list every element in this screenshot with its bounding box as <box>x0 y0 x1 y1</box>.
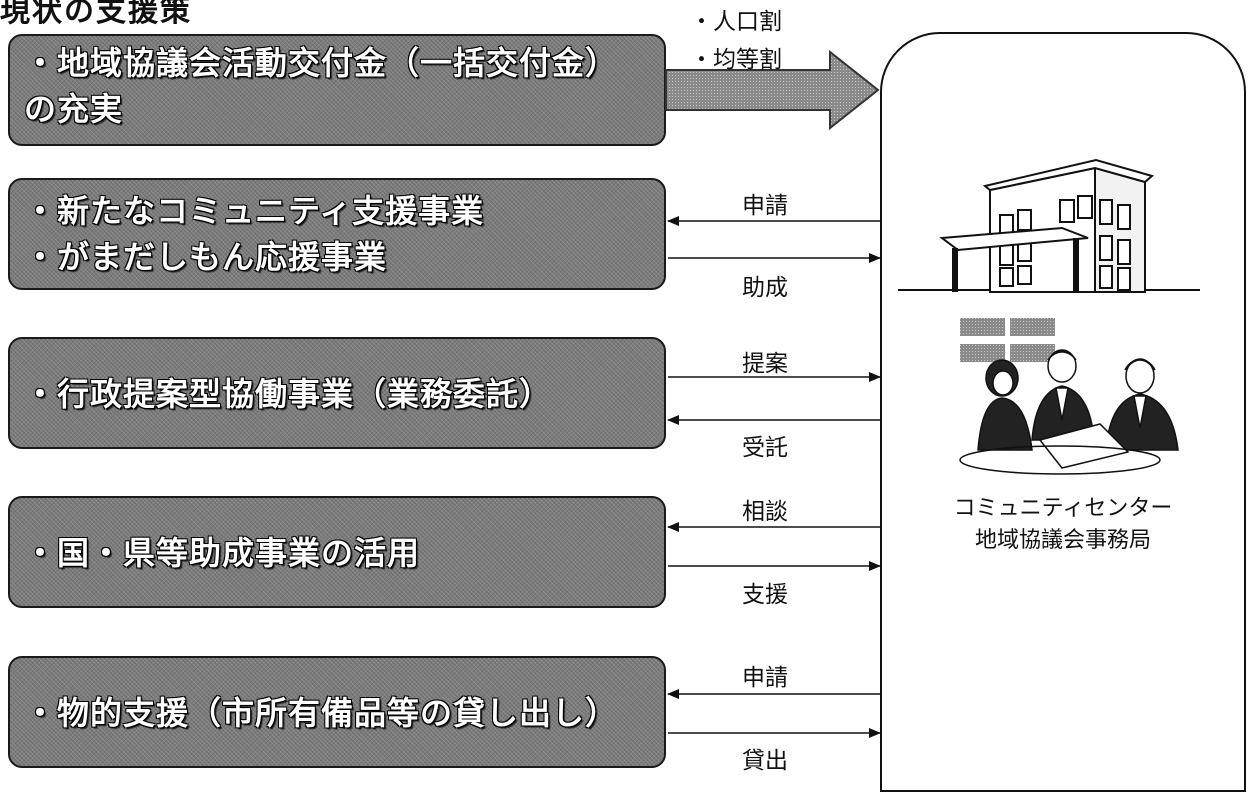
label-support-4: 支援 <box>742 582 788 608</box>
support-item-1-line-2: の充実 <box>24 90 124 128</box>
label-apply-2: 申請 <box>742 193 788 219</box>
building-icon <box>898 158 1200 293</box>
support-item-box-2: ・新たなコミュニティ支援事業 ・がまだしもん応援事業 <box>8 178 666 290</box>
label-propose-3: 提案 <box>742 351 788 377</box>
label-consult-4: 相談 <box>742 499 788 525</box>
label-lend-5: 貸出 <box>742 748 788 774</box>
grant-block-arrow <box>665 49 880 131</box>
note-equal: ・均等割 <box>690 47 782 73</box>
label-grant-2: 助成 <box>742 275 788 301</box>
support-item-1-line-1: ・地域協議会活動交付金（一括交付金） <box>24 44 619 82</box>
support-item-box-4: ・国・県等助成事業の活用 <box>8 496 666 608</box>
support-item-box-3: ・行政提案型協働事業（業務委託） <box>8 337 666 449</box>
support-item-3-line-1: ・行政提案型協働事業（業務委託） <box>24 375 553 413</box>
label-apply-5: 申請 <box>742 665 788 691</box>
meeting-people-icon <box>959 349 1179 475</box>
page-title: 現状の支援策 <box>0 0 192 29</box>
support-item-5-line-1: ・物的支援（市所有備品等の貸し出し） <box>24 694 619 732</box>
diagram-graphics <box>665 49 1200 738</box>
support-item-2-line-2: ・がまだしもん応援事業 <box>24 238 388 276</box>
support-item-box-5: ・物的支援（市所有備品等の貸し出し） <box>8 656 666 768</box>
banner-icon <box>960 318 1055 362</box>
office-name-line-1: コミュニティセンター <box>953 496 1173 521</box>
support-item-box-1: ・地域協議会活動交付金（一括交付金） の充実 <box>8 34 666 146</box>
label-commission-3: 受託 <box>742 435 788 461</box>
support-item-2-line-1: ・新たなコミュニティ支援事業 <box>24 192 485 230</box>
note-population: ・人口割 <box>690 9 782 35</box>
office-name-line-2: 地域協議会事務局 <box>974 528 1151 553</box>
support-item-4-line-1: ・国・県等助成事業の活用 <box>24 534 421 572</box>
